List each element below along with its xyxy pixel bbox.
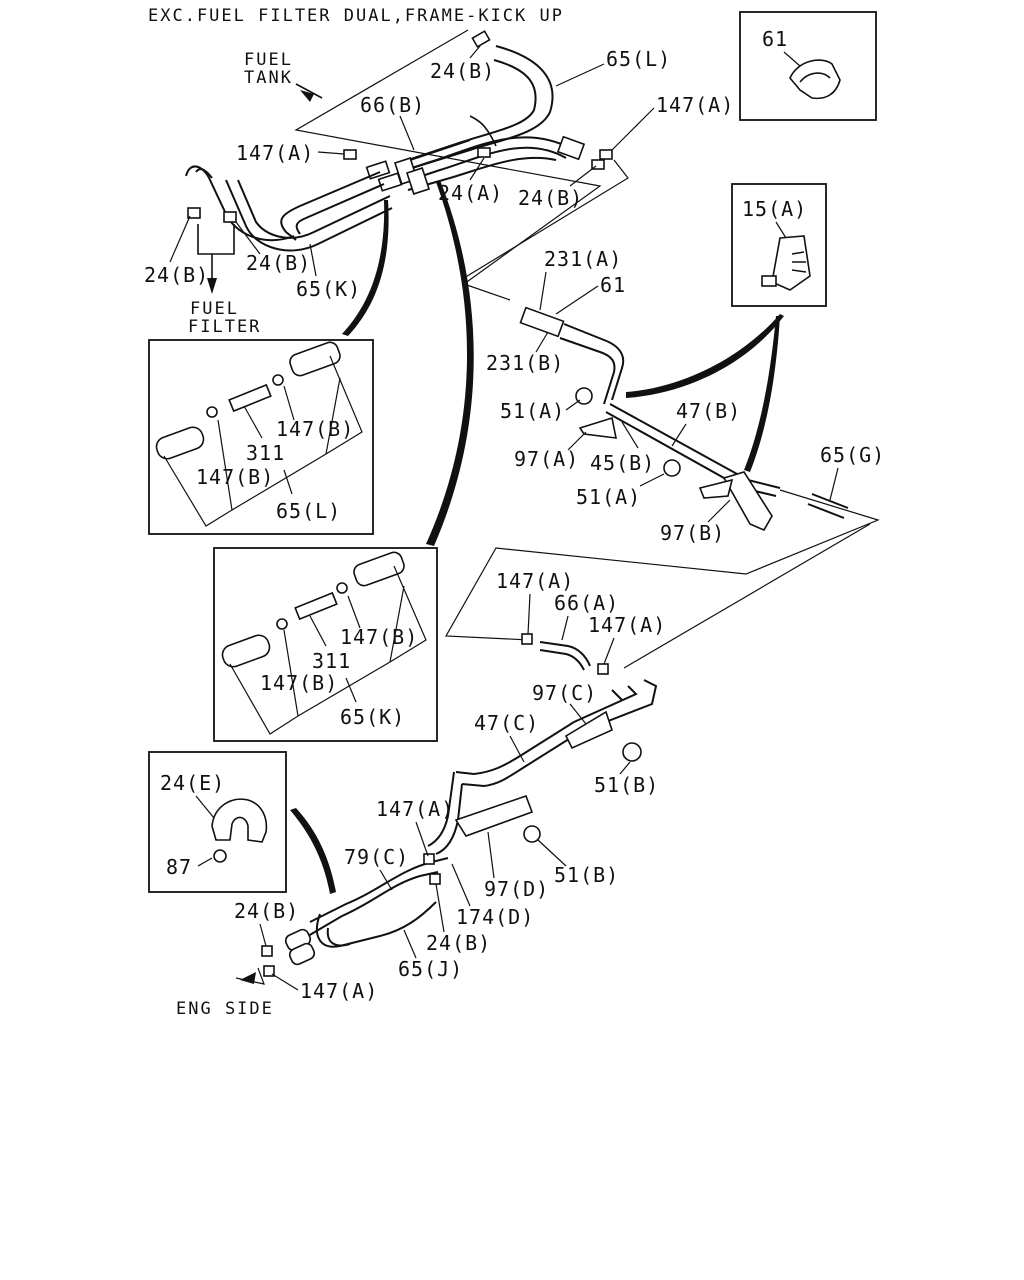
fuel-filter-note: FUEL FILTER	[188, 224, 261, 337]
inset-detail-65k: 147(B) 311 147(B) 65(K)	[213, 547, 438, 742]
svg-text:311: 311	[312, 649, 351, 673]
lower-pipes	[284, 641, 658, 966]
callout-24b-left2: 24(B)	[246, 251, 311, 275]
callout-65j: 65(J)	[398, 957, 463, 981]
callout-231a: 231(A)	[544, 247, 622, 271]
lower-callouts: 147(A) 66(A) 147(A) 97(C) 47(C) 51(B) 14…	[176, 569, 666, 1019]
lower-clips	[240, 633, 642, 984]
callout-231b: 231(B)	[486, 351, 564, 375]
svg-text:65(L): 65(L)	[276, 499, 341, 523]
svg-text:TANK: TANK	[244, 68, 293, 88]
svg-text:147(B): 147(B)	[340, 625, 418, 649]
callout-24b-left: 24(B)	[144, 263, 209, 287]
callout-51b-1: 51(B)	[594, 773, 659, 797]
callout-147a-left: 147(A)	[236, 141, 314, 165]
callout-147a-low2: 147(A)	[588, 613, 666, 637]
svg-text:65(K): 65(K)	[340, 705, 405, 729]
eng-side-note: ENG SIDE	[176, 999, 274, 1019]
callout-147a-low1: 147(A)	[496, 569, 574, 593]
callout-97c: 97(C)	[532, 681, 597, 705]
callout-65l-top: 65(L)	[606, 47, 671, 71]
callout-147a-eng: 147(A)	[300, 979, 378, 1003]
svg-text:24(E): 24(E)	[160, 771, 225, 795]
callout-24b-top: 24(B)	[430, 59, 495, 83]
callout-147a-low3: 147(A)	[376, 797, 454, 821]
callout-97a: 97(A)	[514, 447, 579, 471]
callout-47b: 47(B)	[676, 399, 741, 423]
middle-callouts: 231(A) 61 231(B) 51(A) 47(B) 97(A) 45(B)…	[486, 247, 885, 545]
callout-66a: 66(A)	[554, 591, 619, 615]
svg-text:147(B): 147(B)	[276, 417, 354, 441]
callout-45b: 45(B)	[590, 451, 655, 475]
fuel-tank-note: FUEL TANK	[244, 50, 323, 102]
callout-47c: 47(C)	[474, 711, 539, 735]
inset-clip-61: 61	[739, 11, 877, 121]
callout-24b-low1: 24(B)	[234, 899, 299, 923]
upper-pipes	[185, 45, 586, 252]
svg-text:FUEL: FUEL	[244, 50, 293, 70]
callout-79c: 79(C)	[344, 845, 409, 869]
svg-text:FILTER: FILTER	[188, 317, 261, 337]
callout-51a-2: 51(A)	[576, 485, 641, 509]
upper-callouts: 24(B) 65(L) 66(B) 147(A) 147(A) 24(A) 24…	[144, 45, 734, 301]
svg-text:311: 311	[246, 441, 285, 465]
callout-24b-low2: 24(B)	[426, 931, 491, 955]
detail-pointers	[290, 180, 784, 894]
svg-text:61: 61	[762, 27, 788, 51]
callout-174d: 174(D)	[456, 905, 534, 929]
callout-61-mid: 61	[600, 273, 626, 297]
callout-147a-right: 147(A)	[656, 93, 734, 117]
callout-24a: 24(A)	[438, 181, 503, 205]
svg-text:147(B): 147(B)	[196, 465, 274, 489]
inset-detail-65l: 147(B) 311 147(B) 65(L)	[148, 339, 374, 535]
svg-text:87: 87	[166, 855, 192, 879]
callout-65g: 65(G)	[820, 443, 885, 467]
callout-66b: 66(B)	[360, 93, 425, 117]
svg-text:FUEL: FUEL	[190, 299, 239, 319]
inset-clip-15a: 15(A)	[731, 183, 827, 307]
callout-51b-2: 51(B)	[554, 863, 619, 887]
callout-24b-mid: 24(B)	[518, 186, 583, 210]
callout-51a-1: 51(A)	[500, 399, 565, 423]
middle-pipes	[519, 306, 849, 532]
upper-outline	[294, 29, 629, 301]
svg-text:15(A): 15(A)	[742, 197, 807, 221]
callout-97d: 97(D)	[484, 877, 549, 901]
callout-97b: 97(B)	[660, 521, 725, 545]
callout-65k-top: 65(K)	[296, 277, 361, 301]
diagram-title: EXC.FUEL FILTER DUAL,FRAME-KICK UP	[148, 6, 564, 26]
upper-clips	[187, 30, 613, 223]
svg-text:147(B): 147(B)	[260, 671, 338, 695]
inset-clamp-24e: 24(E) 87	[148, 751, 287, 893]
